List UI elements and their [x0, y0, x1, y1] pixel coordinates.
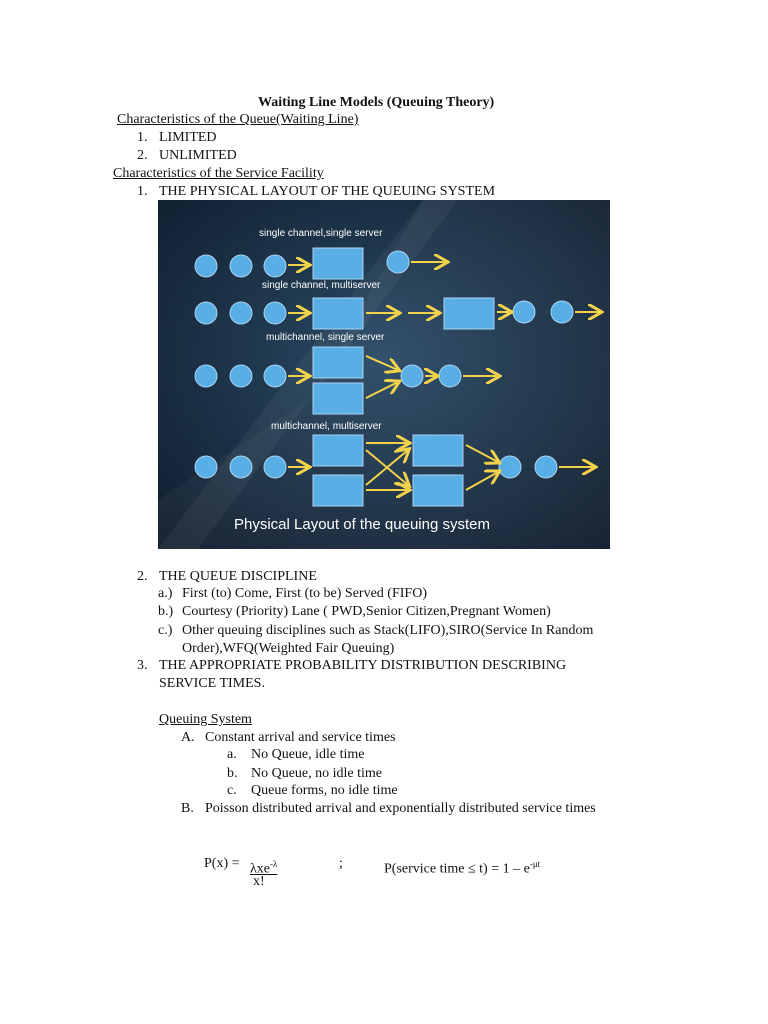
row2-arrows: [288, 312, 600, 313]
list-item: b.No Queue, no idle time: [227, 766, 383, 781]
poisson-formula-denominator: x!: [253, 874, 265, 889]
list-item: c.)Other queuing disciplines such as Sta…: [158, 623, 594, 638]
service-facility-heading: Characteristics of the Service Facility: [113, 166, 324, 181]
formula-separator: ;: [339, 856, 343, 871]
figure-label-multi-single: multichannel, single server: [266, 332, 385, 343]
poisson-formula-numerator: λxe-λ: [250, 859, 278, 877]
exponential-formula: P(service time ≤ t) = 1 – e-μt: [384, 859, 541, 877]
figure-label-single-multi: single channel, multiserver: [262, 280, 381, 291]
queuing-layout-diagram: single channel,single server single chan…: [158, 200, 610, 549]
figure-caption: Physical Layout of the queuing system: [234, 516, 490, 533]
list-item: B.Poisson distributed arrival and expone…: [181, 801, 596, 816]
list-item: 1.THE PHYSICAL LAYOUT OF THE QUEUING SYS…: [137, 184, 496, 199]
list-item: a.No Queue, idle time: [227, 747, 365, 762]
list-item: a.)First (to) Come, First (to be) Served…: [158, 586, 427, 601]
row4-multi-multi: [194, 434, 558, 507]
list-item: 2.THE QUEUE DISCIPLINE: [137, 569, 317, 584]
poisson-formula-lhs: P(x) =: [204, 856, 240, 871]
row2-single-multi: [194, 297, 574, 330]
figure-label-single-single: single channel,single server: [259, 228, 383, 239]
queuing-layout-figure: single channel,single server single chan…: [158, 200, 610, 549]
row1-single-single: [194, 247, 410, 280]
list-item-continuation: Order),WFQ(Weighted Fair Queuing): [182, 641, 395, 656]
row3-multi-single: [194, 346, 462, 415]
row3-arrows: [288, 355, 498, 399]
row4-arrows: [288, 443, 594, 490]
list-item: c.Queue forms, no idle time: [227, 783, 398, 798]
queue-characteristics-heading: Characteristics of the Queue(Waiting Lin…: [117, 112, 359, 127]
list-item: 3.THE APPROPRIATE PROBABILITY DISTRIBUTI…: [137, 658, 567, 673]
list-item: 1.LIMITED: [137, 130, 217, 145]
list-item: A.Constant arrival and service times: [181, 730, 396, 745]
list-item-continuation: SERVICE TIMES.: [159, 676, 265, 691]
list-item: b.)Courtesy (Priority) Lane ( PWD,Senior…: [158, 604, 551, 619]
list-item: 2.UNLIMITED: [137, 148, 237, 163]
row1-arrows: [288, 262, 446, 265]
queuing-system-heading: Queuing System: [159, 712, 252, 727]
figure-label-multi-multi: multichannel, multiserver: [271, 421, 382, 432]
page-title: Waiting Line Models (Queuing Theory): [258, 95, 495, 110]
